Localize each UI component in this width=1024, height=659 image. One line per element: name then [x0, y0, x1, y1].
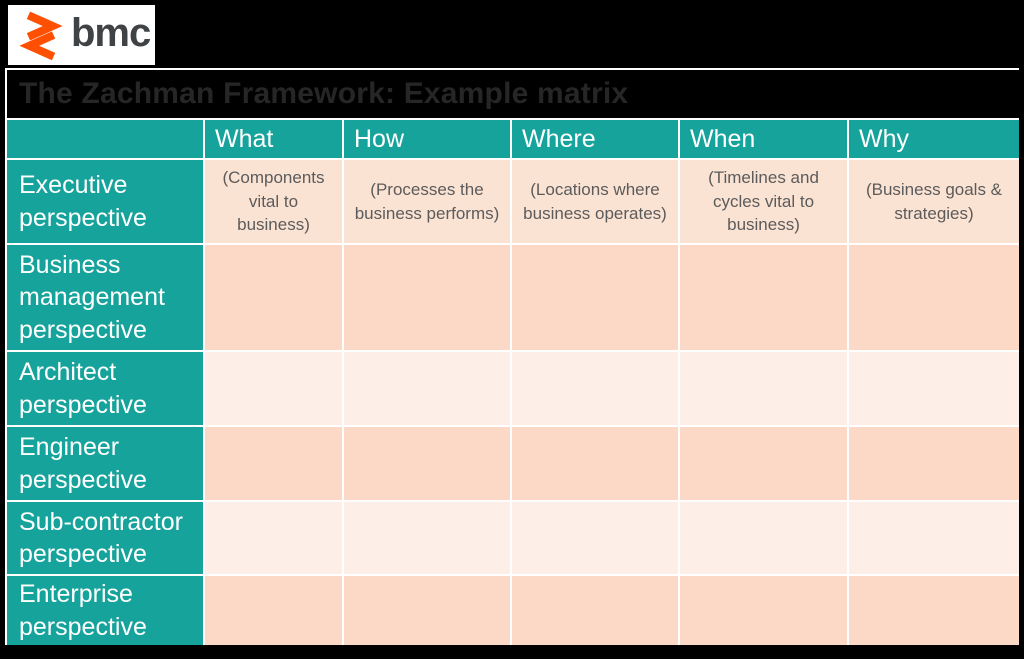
cell-architect-when: [680, 352, 847, 425]
cell-enterprise-how: [344, 576, 510, 645]
corner-header-cell: [7, 120, 203, 158]
cell-architect-where: [512, 352, 678, 425]
row-header-architect: Architect perspective: [7, 352, 203, 425]
cell-executive-why: (Business goals & strategies): [849, 160, 1019, 243]
cell-engineer-how: [344, 427, 510, 500]
cell-enterprise-what: [205, 576, 342, 645]
cell-architect-how: [344, 352, 510, 425]
cell-business-what: [205, 245, 342, 350]
row-header-sub-contractor: Sub-contractor perspective: [7, 502, 203, 574]
bmc-logo-icon: [19, 11, 63, 61]
cell-executive-when: (Timelines and cycles vital to business): [680, 160, 847, 243]
cell-business-why: [849, 245, 1019, 350]
row-header-enterprise: Enterprise perspective: [7, 576, 203, 645]
column-header-why: Why: [849, 120, 1019, 158]
cell-enterprise-when: [680, 576, 847, 645]
column-header-what: What: [205, 120, 342, 158]
cell-architect-what: [205, 352, 342, 425]
table-title: The Zachman Framework: Example matrix: [7, 70, 1019, 118]
column-header-when: When: [680, 120, 847, 158]
cell-subcontractor-where: [512, 502, 678, 574]
cell-engineer-what: [205, 427, 342, 500]
cell-executive-where: (Locations where business operates): [512, 160, 678, 243]
bmc-logo: bmc: [8, 5, 155, 65]
cell-engineer-where: [512, 427, 678, 500]
cell-subcontractor-when: [680, 502, 847, 574]
cell-enterprise-why: [849, 576, 1019, 645]
cell-executive-what: (Components vital to business): [205, 160, 342, 243]
row-header-business-management: Business management perspective: [7, 245, 203, 350]
row-header-executive: Executive perspective: [7, 160, 203, 243]
cell-business-how: [344, 245, 510, 350]
cell-subcontractor-why: [849, 502, 1019, 574]
cell-business-when: [680, 245, 847, 350]
bmc-logo-text: bmc: [71, 11, 151, 55]
cell-executive-how: (Processes the business performs): [344, 160, 510, 243]
cell-engineer-when: [680, 427, 847, 500]
cell-subcontractor-how: [344, 502, 510, 574]
cell-enterprise-where: [512, 576, 678, 645]
cell-business-where: [512, 245, 678, 350]
cell-subcontractor-what: [205, 502, 342, 574]
column-header-where: Where: [512, 120, 678, 158]
zachman-matrix-table: The Zachman Framework: Example matrix Wh…: [5, 68, 1019, 645]
cell-engineer-why: [849, 427, 1019, 500]
column-header-how: How: [344, 120, 510, 158]
row-header-engineer: Engineer perspective: [7, 427, 203, 500]
cell-architect-why: [849, 352, 1019, 425]
